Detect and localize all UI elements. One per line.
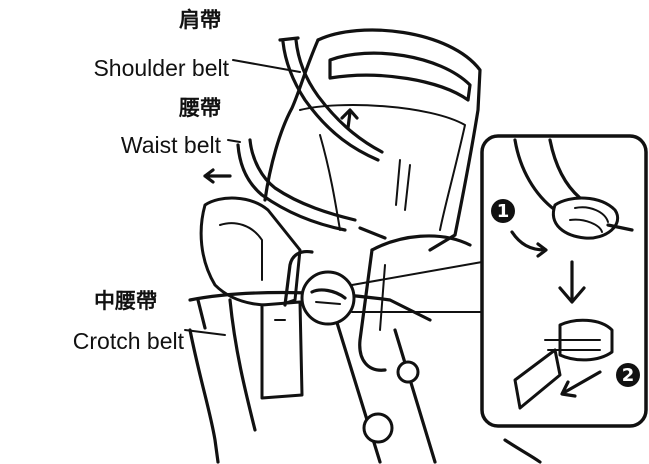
- left-arrow-icon: [203, 168, 232, 184]
- shoulder-belt-strap-edge: [294, 38, 384, 154]
- waist-belt-buckle-end: [358, 226, 387, 240]
- base-side: [196, 298, 207, 330]
- waist-belt-strap-edge: [248, 138, 357, 222]
- step-1-arrow-icon: [510, 230, 548, 258]
- seat-back-shell: [316, 28, 482, 252]
- step-1-badge: [491, 199, 515, 223]
- waist-belt-label-zh: 腰帶: [179, 96, 221, 120]
- frame-back-foot: [503, 438, 542, 464]
- side-wing-window: [219, 222, 263, 281]
- waist-belt-leader: [227, 139, 241, 143]
- seat-back-left-edge: [263, 38, 320, 202]
- shoulder-belt-strap: [281, 40, 380, 162]
- magnifier-belt: [310, 288, 347, 300]
- waist-belt-strap: [236, 143, 347, 232]
- crotch-pad: [260, 300, 304, 400]
- back-slot: [395, 159, 411, 211]
- step-1-number: 1: [497, 201, 510, 222]
- inset-belt-loop: [551, 196, 619, 240]
- waist-belt-label-en: Waist belt: [120, 132, 221, 158]
- frame-rear-leg: [393, 328, 437, 464]
- shoulder-belt-end: [278, 36, 300, 42]
- inset-loop-wraps: [569, 206, 609, 233]
- crotch-belt-strap: [283, 249, 314, 307]
- shoulder-belt-label-en: Shoulder belt: [93, 55, 229, 81]
- magnifier-belt-line: [315, 301, 341, 305]
- side-wing: [199, 196, 302, 307]
- step-2-arrow-icon: [560, 370, 602, 398]
- back-padding-seam: [319, 134, 341, 231]
- inset-strap-left: [513, 138, 557, 212]
- right-rail-top: [370, 234, 472, 252]
- inset-strap-tongue: [513, 348, 562, 410]
- back-padding: [299, 104, 466, 231]
- right-rail-inner: [379, 264, 386, 331]
- up-arrow-icon: [340, 108, 359, 130]
- crotch-belt-leader: [184, 329, 226, 336]
- seat-base-top: [188, 290, 432, 322]
- crotch-belt-label-zh: 中腰帶: [94, 289, 157, 313]
- crotch-belt-label-en: Crotch belt: [72, 328, 184, 354]
- detail-magnifier: [300, 270, 356, 326]
- wheel-rear: [396, 360, 420, 384]
- leader-line-top: [351, 261, 483, 286]
- right-rail-side: [358, 248, 387, 372]
- headrest: [328, 51, 472, 102]
- inset-buckle-slots: [544, 339, 601, 351]
- inset-loop-tail: [606, 223, 634, 232]
- frame-inner: [228, 298, 257, 432]
- step-2-badge: [616, 363, 640, 387]
- inset-strap-right: [548, 138, 582, 200]
- step-2-number: 2: [622, 365, 635, 386]
- shoulder-belt-label-zh: 肩帶: [179, 8, 221, 32]
- frame-left-leg: [188, 328, 220, 464]
- wheel-front: [362, 412, 394, 444]
- down-arrow-icon: [558, 260, 586, 304]
- shoulder-belt-leader: [232, 59, 301, 73]
